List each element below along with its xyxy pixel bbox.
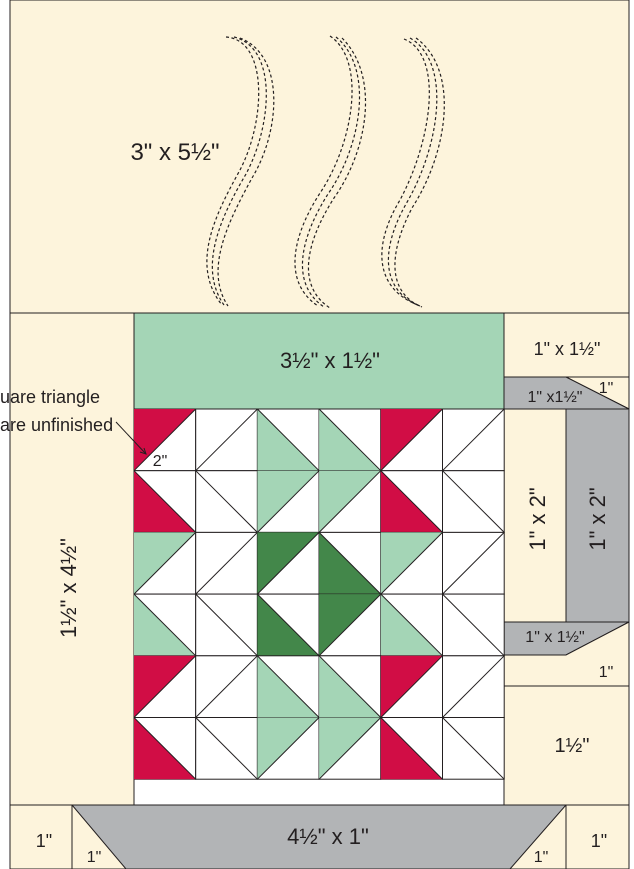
- hst-diagonal: [195, 655, 258, 718]
- hst-diagonal: [380, 532, 443, 595]
- left-strip-label: 1½" x 4½": [56, 538, 81, 638]
- saucer-left-corner-label: 1": [87, 849, 102, 866]
- hst-diagonal: [195, 470, 258, 533]
- steam-line-3a: [381, 38, 430, 306]
- handle-inner-block: [503, 408, 567, 623]
- handle-side: [565, 408, 630, 623]
- saucer-body: [70, 804, 568, 869]
- hst-diagonal: [133, 470, 197, 533]
- hst-diagonal: [133, 593, 197, 657]
- hst-diagonal: [442, 655, 505, 718]
- bottom-left-block-label: 1": [36, 831, 52, 851]
- hst-diagonal: [133, 655, 197, 718]
- saucer-right-corner-label: 1": [534, 849, 549, 866]
- steam-line-1c: [217, 37, 275, 307]
- note-line-1: uare triangle: [0, 387, 100, 407]
- hst-diagonal: [380, 655, 443, 718]
- steam-line-3c: [394, 37, 445, 308]
- hst-diagonal: [318, 408, 382, 472]
- hst-diagonal: [442, 593, 505, 657]
- steam-line-2c: [307, 37, 367, 309]
- handle-side-label: 1" x 2": [585, 487, 610, 550]
- hst-diagonal: [133, 532, 197, 595]
- hst-diagonal: [318, 470, 382, 533]
- hst-size-label: 2": [153, 453, 168, 470]
- saucer-label: 4½" x 1": [287, 824, 369, 849]
- note-arrow: [115, 421, 147, 455]
- hst-diagonal: [442, 470, 505, 533]
- steam-line-1a: [206, 36, 260, 306]
- hst-diagonal: [133, 408, 197, 472]
- hst-diagonal: [380, 470, 443, 533]
- hst-diagonal: [380, 408, 443, 472]
- left-strip-panel: [9, 312, 135, 806]
- cup-rim: [133, 312, 505, 410]
- hst-diagonal: [257, 532, 320, 595]
- hst-diagonal: [318, 532, 382, 595]
- hst-diagonal: [318, 717, 382, 780]
- hst-diagonal: [442, 532, 505, 595]
- hst-diagonal: [257, 593, 320, 657]
- hst-diagonal: [442, 408, 505, 472]
- hst-diagonal: [195, 593, 258, 657]
- top-panel: [9, 0, 630, 314]
- handle-top-corner-label: 1": [599, 380, 614, 397]
- bottom-right-block: [565, 804, 630, 869]
- handle-bottom-corner-label: 1": [599, 664, 614, 681]
- handle-top-label: 1" x1½": [528, 389, 583, 406]
- hst-diagonal: [257, 408, 320, 472]
- saucer: [70, 804, 568, 869]
- right-top-block-label: 1" x 1½": [534, 339, 601, 359]
- hst-diagonal: [318, 655, 382, 718]
- hst-diagonal: [380, 593, 443, 657]
- note-line-2: are unfinished: [0, 415, 113, 435]
- hst-diagonal: [318, 593, 382, 657]
- hst-diagonal: [442, 717, 505, 780]
- handle-inner-label: 1" x 2": [525, 487, 550, 550]
- right-bottom-block: [503, 685, 630, 806]
- hst-grid: [133, 408, 505, 780]
- steam-line-3b: [387, 37, 438, 307]
- steam-line-2a: [294, 35, 353, 307]
- handle-bottom-label: 1" x 1½": [525, 629, 584, 646]
- top-panel-label: 3" x 5½": [130, 139, 219, 166]
- steam-lines: [206, 35, 445, 309]
- bottom-right-block-label: 1": [591, 831, 607, 851]
- labels: 3" x 5½" 3½" x 1½" 1½" x 4½" 1" x 1½" 1"…: [0, 139, 613, 866]
- cup-rim-label: 3½" x 1½": [280, 348, 380, 373]
- hst-diagonal: [257, 655, 320, 718]
- hst-diagonal: [257, 470, 320, 533]
- hst-diagonal: [133, 717, 197, 780]
- hst-diagonal: [257, 717, 320, 780]
- steam-line-2b: [301, 36, 361, 308]
- background-panels: [9, 0, 630, 869]
- hst-diagonal: [380, 717, 443, 780]
- steam-line-1b: [211, 36, 267, 306]
- handle: [503, 376, 630, 687]
- hst-diagonal: [195, 717, 258, 780]
- hst-diagonal: [195, 532, 258, 595]
- hst-diagonal: [195, 408, 258, 472]
- right-bottom-block-label: 1½": [555, 735, 590, 757]
